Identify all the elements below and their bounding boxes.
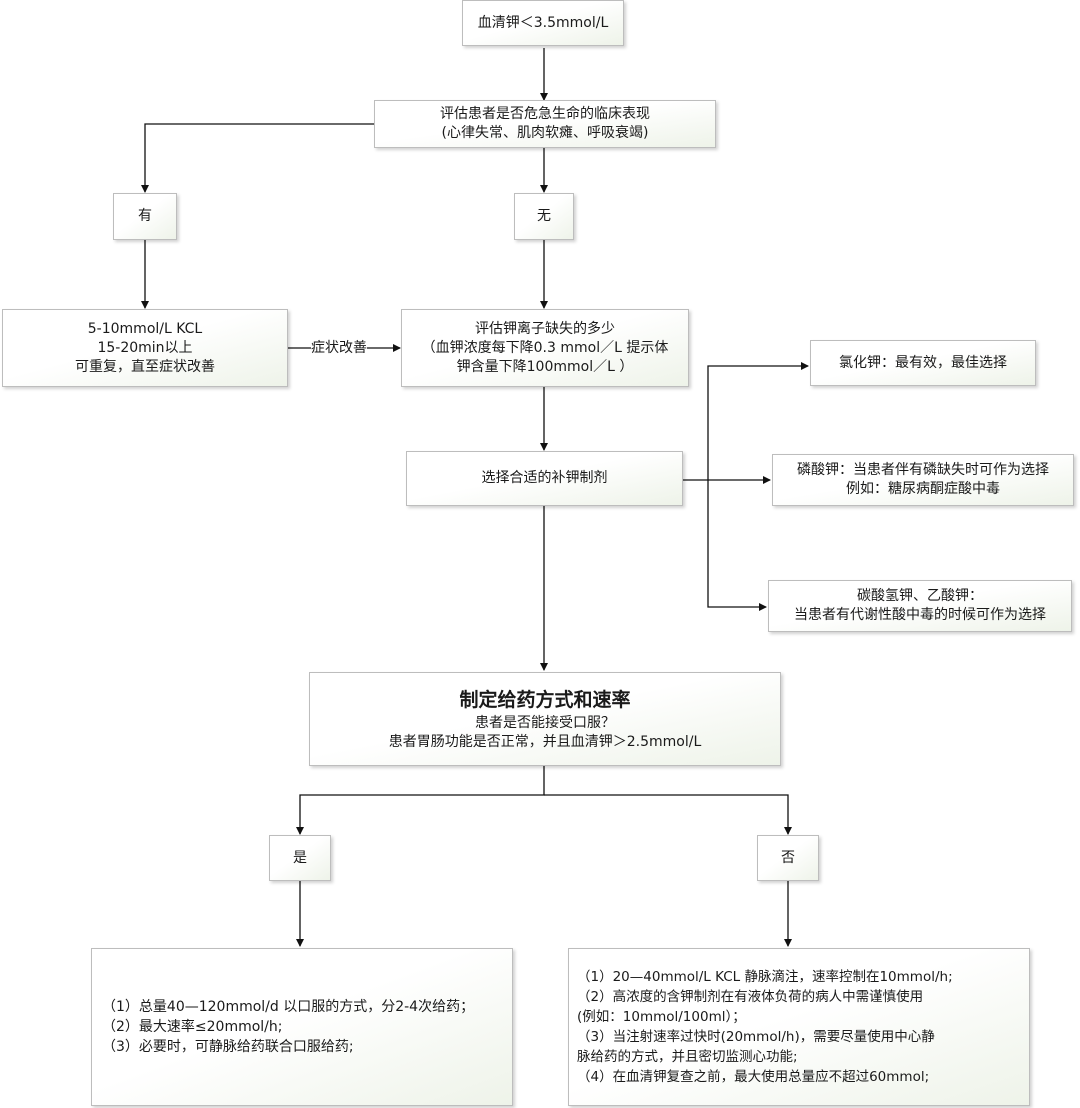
node-yes-bottom-text: 是 [293,849,307,866]
node-assess-life-threat-line1: 评估患者是否危急生命的临床表现 [440,106,650,122]
node-yes-top: 有 [113,193,177,240]
node-choose-preparation-text: 选择合适的补钾制剂 [481,470,608,486]
node-serum-potassium-text: 血清钾＜3.5mmol/L [477,14,609,31]
node-yes-bottom: 是 [269,835,331,881]
node-bicarbonate-option-line1: 碳酸氢钾、乙酸钾： [857,588,983,604]
node-no-top-text: 无 [537,208,551,224]
node-urgent-kcl-line3: 可重复，直至症状改善 [75,358,215,375]
node-choose-preparation: 选择合适的补钾制剂 [406,451,683,506]
node-oral-plan-line2: （2）最大速率≤20mmol/h; [102,1019,283,1035]
node-iv-plan-line4: （3）当注射速率过快时(20mmol/h)，需要尽量使用中心静 [577,1029,935,1045]
node-urgent-kcl-line1: 5-10mmol/L KCL [87,320,203,337]
node-route-and-rate-line1: 患者是否能接受口服？ [475,715,615,731]
edge-route-split [296,766,545,835]
edge-prep-bicarb [707,480,767,611]
node-route-and-rate-line2: 患者胃肠功能是否正常，并且血清钾＞2.5mmol/L [388,734,702,750]
node-bicarbonate-option-line2: 当患者有代谢性酸中毒的时候可作为选择 [794,607,1046,623]
node-no-bottom: 否 [757,835,819,881]
node-bicarbonate-option: 碳酸氢钾、乙酸钾： 当患者有代谢性酸中毒的时候可作为选择 [768,580,1072,632]
node-iv-plan-line2: （2）高浓度的含钾制剂在有液体负荷的病人中需谨慎使用 [577,989,924,1005]
node-assess-life-threat: 评估患者是否危急生命的临床表现 (心律失常、肌肉软瘫、呼吸衰竭) [374,100,716,148]
node-route-and-rate-title: 制定给药方式和速率 [459,689,631,711]
node-no-bottom-text: 否 [781,849,795,866]
node-assess-life-threat-line2: (心律失常、肌肉软瘫、呼吸衰竭) [441,125,649,141]
node-route-and-rate: 制定给药方式和速率 患者是否能接受口服？ 患者胃肠功能是否正常，并且血清钾＞2.… [309,672,781,766]
node-oral-plan: （1）总量40—120mmol/d 以口服的方式，分2-4次给药； （2）最大速… [91,948,513,1106]
node-yes-top-text: 有 [138,208,152,224]
node-iv-plan-line3: (例如：10mmol/100ml）； [577,1009,746,1025]
node-iv-plan-line1: （1）20—40mmol/L KCL 静脉滴注，速率控制在10mmol/h; [577,969,953,985]
node-assess-deficit-line2: （血钾浓度每下降0.3 mmol／L 提示体 [421,339,669,356]
node-serum-potassium: 血清钾＜3.5mmol/L [462,0,624,46]
edge-label-symptom-improved: 症状改善 [311,339,367,357]
edge-route-no [544,794,792,835]
node-iv-plan: （1）20—40mmol/L KCL 静脉滴注，速率控制在10mmol/h; （… [568,948,1030,1106]
node-oral-plan-line3: （3）必要时，可静脉给药联合口服给药; [102,1039,354,1055]
node-iv-plan-line5: 脉给药的方式，并且密切监测心功能; [577,1049,798,1065]
node-phosphate-option-line2: 例如：糖尿病酮症酸中毒 [846,481,1000,497]
node-phosphate-option-line1: 磷酸钾：当患者伴有磷缺失时可作为选择 [797,462,1049,478]
edge-assess-yes [141,123,376,193]
node-urgent-kcl-line2: 15-20min以上 [97,339,193,356]
node-kcl-option: 氯化钾：最有效，最佳选择 [810,340,1036,386]
node-no-top: 无 [514,193,574,240]
node-iv-plan-line6: （4）在血清钾复查之前，最大使用总量应不超过60mmol; [577,1069,930,1085]
node-urgent-kcl: 5-10mmol/L KCL 15-20min以上 可重复，直至症状改善 [2,309,288,387]
edge-prep-options [683,362,809,481]
node-phosphate-option: 磷酸钾：当患者伴有磷缺失时可作为选择 例如：糖尿病酮症酸中毒 [772,454,1074,506]
node-oral-plan-line1: （1）总量40—120mmol/d 以口服的方式，分2-4次给药； [102,999,475,1015]
node-assess-deficit-line3: 钾含量下降100mmol／L ） [456,358,634,375]
node-kcl-option-text: 氯化钾：最有效，最佳选择 [839,354,1007,371]
node-assess-deficit-line1: 评估钾离子缺失的多少 [475,320,615,337]
node-assess-deficit: 评估钾离子缺失的多少 （血钾浓度每下降0.3 mmol／L 提示体 钾含量下降1… [401,309,689,387]
